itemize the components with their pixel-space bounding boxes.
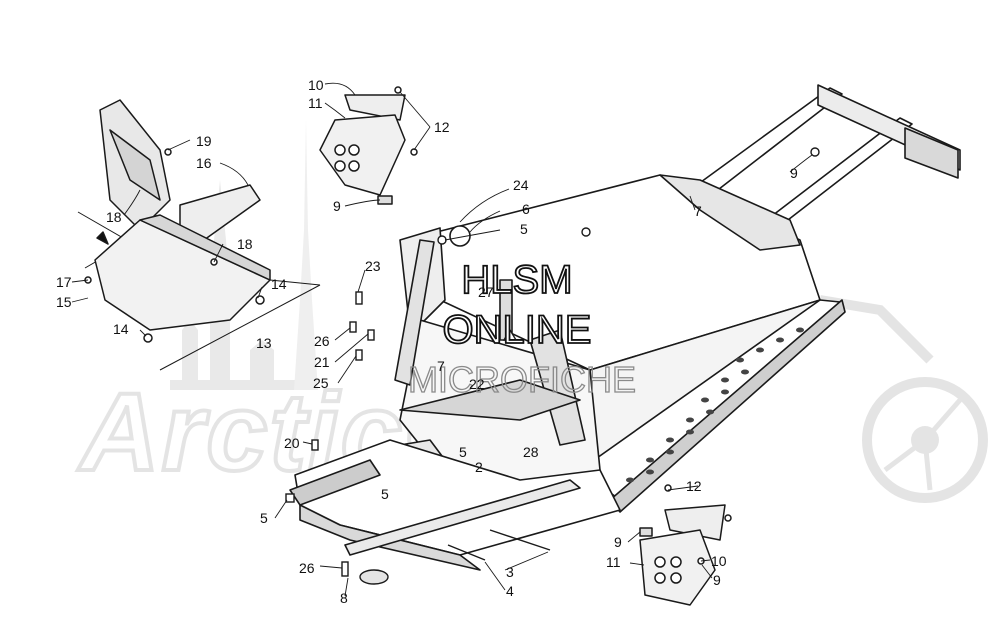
callout-9-bottom-a: 9 — [614, 534, 622, 550]
callout-9-bottom-b: 9 — [713, 572, 721, 588]
callout-9-right: 9 — [790, 165, 798, 181]
callout-11-top: 11 — [308, 95, 323, 111]
callout-24: 24 — [513, 177, 529, 193]
watermark-spire-right — [294, 120, 318, 390]
callout-7-b: 7 — [694, 203, 702, 219]
callout-10-bottom: 10 — [711, 553, 727, 569]
leader-lines — [71, 82, 813, 597]
callout-8: 8 — [340, 590, 348, 606]
watermark-line-3: MICROFICHE — [408, 359, 636, 400]
callout-15: 15 — [56, 294, 72, 310]
callout-20: 20 — [284, 435, 300, 451]
callout-12-top: 12 — [434, 119, 450, 135]
callout-4: 4 — [506, 583, 514, 599]
steering-post — [394, 239, 435, 386]
top-reflector-bracket — [319, 86, 418, 205]
callout-19: 19 — [196, 133, 212, 149]
callout-25: 25 — [313, 375, 329, 391]
left-exploded-parts — [77, 99, 321, 371]
cap-8 — [359, 569, 389, 585]
callout-10-top: 10 — [308, 77, 324, 93]
callout-11-bottom: 11 — [606, 554, 621, 570]
watermark-steeple — [170, 180, 300, 390]
callout-17: 17 — [56, 274, 72, 290]
watermark-text: HLSM ONLINE MICROFICHE — [407, 257, 636, 401]
callout-22: 22 — [469, 376, 485, 392]
callout-5-d: 5 — [260, 510, 268, 526]
callout-5-a: 5 — [520, 221, 528, 237]
callout-28: 28 — [523, 444, 539, 460]
callout-5-b: 5 — [459, 444, 467, 460]
watermark-line-1: HLSM — [461, 258, 572, 302]
callout-27: 27 — [478, 284, 494, 300]
watermark-line-2: ONLINE — [443, 308, 592, 352]
callout-12-bottom: 12 — [686, 478, 702, 494]
callout-26-a: 26 — [314, 333, 330, 349]
loose-fasteners — [285, 147, 820, 585]
running-board-holes — [626, 327, 804, 483]
callout-3: 3 — [506, 564, 514, 580]
callout-14-a: 14 — [271, 276, 287, 292]
callout-5-c: 5 — [381, 486, 389, 502]
callout-9-top: 9 — [333, 198, 341, 214]
callout-23: 23 — [365, 258, 381, 274]
callout-14-b: 14 — [113, 321, 129, 337]
watermark-wheel — [862, 377, 988, 503]
callout-21: 21 — [314, 354, 330, 370]
callout-26-b: 26 — [299, 560, 315, 576]
callout-6: 6 — [522, 201, 530, 217]
callout-2: 2 — [475, 459, 483, 475]
bottom-reflector-bracket — [639, 484, 732, 606]
tunnel-assembly — [289, 84, 961, 571]
callout-18-a: 18 — [106, 209, 122, 225]
callout-18-b: 18 — [237, 236, 253, 252]
callout-7-a: 7 — [437, 358, 445, 374]
callouts: 10 11 12 9 19 16 18 18 17 15 14 14 13 24… — [56, 77, 798, 606]
callout-13: 13 — [256, 335, 272, 351]
callout-16: 16 — [196, 155, 212, 171]
